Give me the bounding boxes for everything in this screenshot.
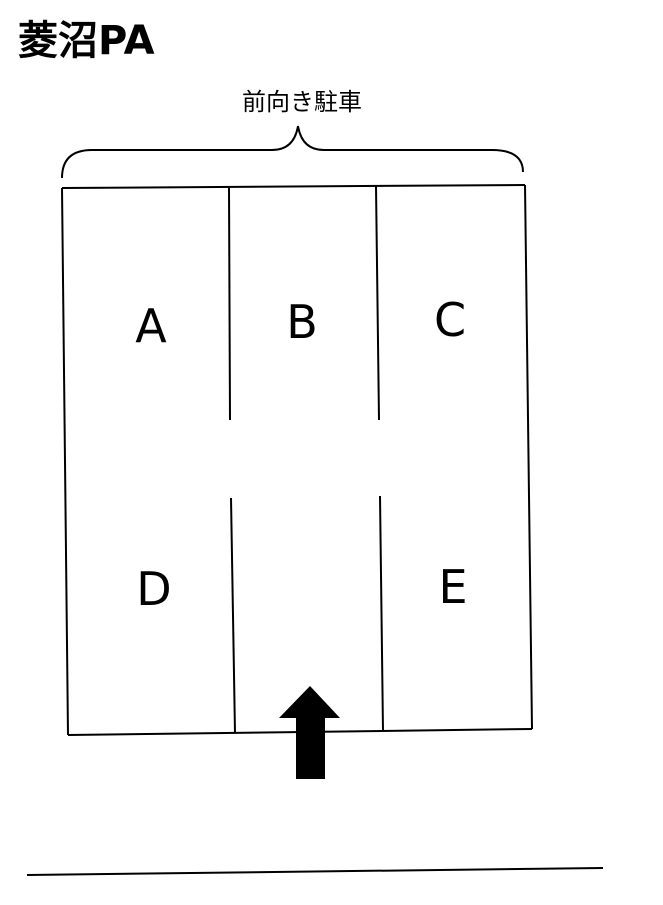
- space-label-b: B: [286, 295, 318, 349]
- lot-left-edge: [61, 187, 69, 736]
- brace: [61, 125, 524, 179]
- space-label-a: A: [135, 299, 167, 353]
- space-label-d: D: [136, 562, 171, 616]
- up-arrow-icon: [279, 686, 340, 779]
- lot-right-edge: [524, 184, 533, 730]
- divider-upper-2: [375, 185, 380, 421]
- space-label-c: C: [434, 293, 466, 347]
- bottom-road-line: [26, 867, 604, 876]
- divider-lower-2: [379, 495, 384, 732]
- divider-upper-1: [228, 187, 231, 421]
- space-label-e: E: [438, 560, 467, 614]
- page-title: 菱沼PA: [18, 18, 155, 64]
- parking-direction-label: 前向き駐車: [242, 88, 362, 116]
- lot-top-edge: [61, 184, 526, 189]
- divider-lower-1: [230, 497, 236, 734]
